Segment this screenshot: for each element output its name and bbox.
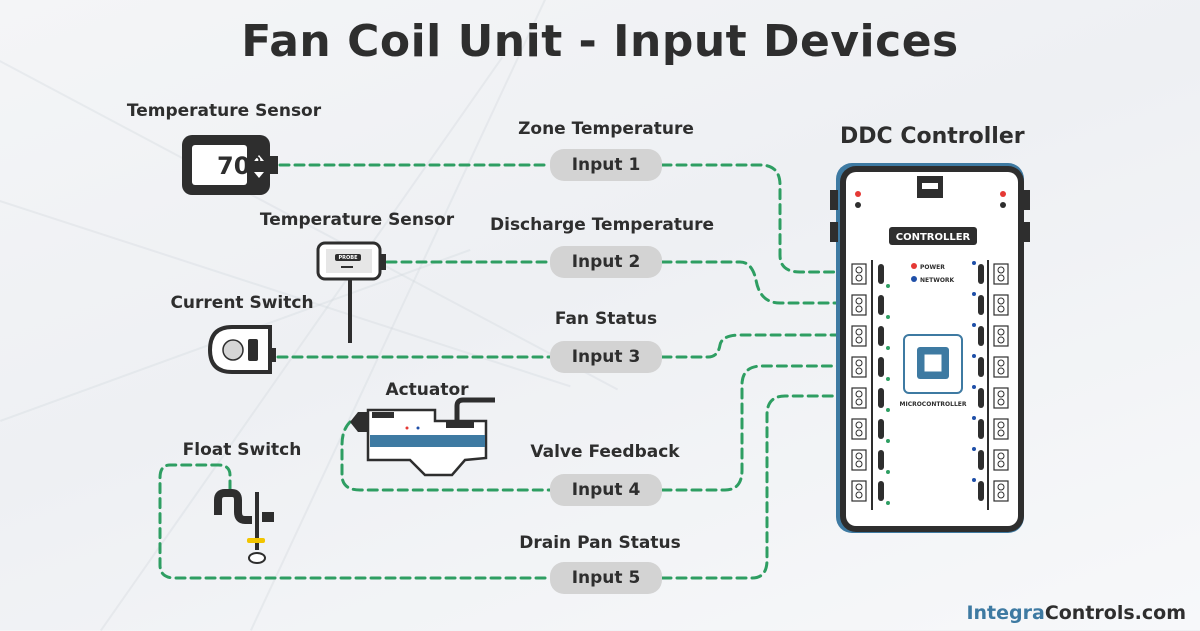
terminal-in5 <box>851 387 867 409</box>
terminal-in1 <box>851 263 867 285</box>
led-op5 <box>972 385 976 389</box>
signal-label-3: Fan Status <box>554 309 658 329</box>
device-label-current-switch: Current Switch <box>170 293 314 313</box>
dip-switch-op8 <box>978 481 984 501</box>
dip-switch-op7 <box>978 450 984 470</box>
led-in8 <box>886 501 890 505</box>
signal-label-5: Drain Pan Status <box>519 533 681 553</box>
wire-input3-to-controller <box>660 333 852 359</box>
device-label-thermostat: Temperature Sensor <box>126 101 322 121</box>
terminal-op4 <box>993 356 1009 378</box>
thermostat-icon <box>182 135 278 195</box>
led-in7 <box>886 470 890 474</box>
led-op7 <box>972 447 976 451</box>
terminal-in4 <box>851 356 867 378</box>
led-in1 <box>886 284 890 288</box>
current-switch-icon <box>207 325 276 374</box>
terminal-in7 <box>851 449 867 471</box>
led-op8 <box>972 478 976 482</box>
dip-switch-in1 <box>878 264 884 284</box>
led-op2 <box>972 292 976 296</box>
led-in2 <box>886 315 890 319</box>
terminal-op6 <box>993 418 1009 440</box>
legend-power: POWER <box>920 264 945 271</box>
dip-switch-in3 <box>878 326 884 346</box>
controller-title: DDC Controller <box>840 124 1025 149</box>
microcontroller-label: MICROCONTROLLER <box>899 401 966 408</box>
brand-logo[interactable]: IntegraControls.com <box>966 602 1186 624</box>
led-op4 <box>972 354 976 358</box>
wire-input4-to-controller <box>660 364 852 492</box>
wire-input1-to-controller <box>660 163 852 274</box>
device-label-probe: Temperature Sensor <box>259 210 455 230</box>
device-label-actuator: Actuator <box>385 380 469 400</box>
wire-float-to-input5 <box>158 463 552 580</box>
valve-actuator-icon <box>350 397 495 477</box>
terminal-in8 <box>851 480 867 502</box>
microcontroller-chip-icon <box>903 334 963 394</box>
input-pill-5: Input 5 <box>550 562 662 594</box>
dip-switch-op5 <box>978 388 984 408</box>
dip-switch-in5 <box>878 388 884 408</box>
controller-label: CONTROLLER <box>896 232 971 243</box>
signal-label-2: Discharge Temperature <box>490 215 714 235</box>
led-in3 <box>886 346 890 350</box>
terminal-in2 <box>851 294 867 316</box>
terminal-op3 <box>993 325 1009 347</box>
signal-label-4: Valve Feedback <box>530 442 680 462</box>
terminal-op2 <box>993 294 1009 316</box>
dip-switch-in8 <box>878 481 884 501</box>
ddc-controller <box>830 163 1030 533</box>
float-switch-icon <box>214 489 274 564</box>
dip-switch-op4 <box>978 357 984 377</box>
thermostat-display: 70° <box>217 152 262 180</box>
input-pill-2: Input 2 <box>550 246 662 278</box>
dip-switch-op3 <box>978 326 984 346</box>
input-pill-3: Input 3 <box>550 341 662 373</box>
dip-switch-in6 <box>878 419 884 439</box>
terminal-op5 <box>993 387 1009 409</box>
input-pill-1: Input 1 <box>550 149 662 181</box>
led-op3 <box>972 323 976 327</box>
input-pill-4: Input 4 <box>550 474 662 506</box>
terminal-in3 <box>851 325 867 347</box>
led-op1 <box>972 261 976 265</box>
dip-switch-in4 <box>878 357 884 377</box>
dip-switch-in2 <box>878 295 884 315</box>
page-title: Fan Coil Unit - Input Devices <box>241 16 959 67</box>
led-op6 <box>972 416 976 420</box>
terminal-op7 <box>993 449 1009 471</box>
dip-switch-in7 <box>878 450 884 470</box>
legend-network: NETWORK <box>920 277 955 284</box>
probe-sensor-icon <box>316 241 386 343</box>
wire-input5-to-controller <box>660 394 852 580</box>
dip-switch-op2 <box>978 295 984 315</box>
terminal-op1 <box>993 263 1009 285</box>
wire-actuator-to-input4 <box>340 420 552 492</box>
probe-label: PROBE <box>339 255 359 261</box>
dip-switch-op1 <box>978 264 984 284</box>
device-label-float-switch: Float Switch <box>182 440 302 460</box>
terminal-op8 <box>993 480 1009 502</box>
terminal-in6 <box>851 418 867 440</box>
wire-input2-to-controller <box>660 260 852 305</box>
signal-label-1: Zone Temperature <box>518 119 694 139</box>
led-in6 <box>886 439 890 443</box>
dip-switch-op6 <box>978 419 984 439</box>
led-in5 <box>886 408 890 412</box>
led-in4 <box>886 377 890 381</box>
